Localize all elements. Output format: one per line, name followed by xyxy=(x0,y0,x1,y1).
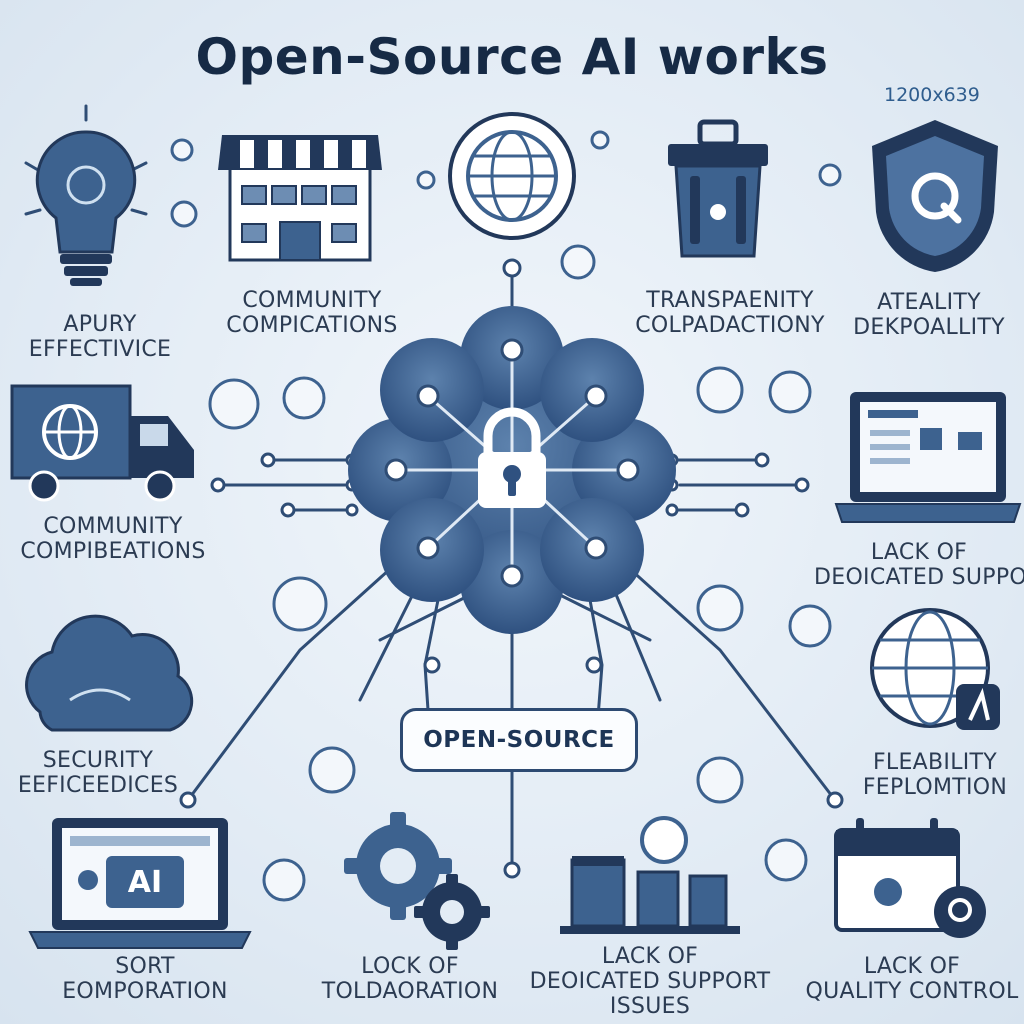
trash-icon xyxy=(668,119,768,258)
gear-icon xyxy=(344,812,490,950)
label-line: COMPICATIONS xyxy=(226,313,398,338)
label-line: LOCK OF xyxy=(361,954,459,979)
label-line: QUALITY CONTROL xyxy=(805,979,1019,1004)
label-mid-right: LACK OF DEOICATED SUPPO xyxy=(814,540,1024,590)
label-line: ISSUES xyxy=(609,994,691,1019)
label-line: LACK OF xyxy=(601,944,699,969)
connector-lines xyxy=(186,268,837,872)
label-line: FEPLOMTION xyxy=(862,775,1008,800)
label-line: SECURITY xyxy=(42,748,154,773)
label-line: APURY xyxy=(63,312,137,337)
connector-dots xyxy=(179,258,844,879)
server-blocks-icon xyxy=(560,816,740,934)
label-top-mid-right: TRANSPAENITY COLPADACTIONY xyxy=(624,288,836,338)
label-top-mid-left: COMMUNITY COMPICATIONS xyxy=(206,288,418,338)
label-mid-left: COMMUNITY COMPIBEATIONS xyxy=(0,514,226,564)
label-bottom-3: LACK OF DEOICATED SUPPORT ISSUES xyxy=(520,944,780,1019)
label-line: COMMUNITY xyxy=(242,288,382,313)
label-line: EFFECTIVICE xyxy=(28,337,172,362)
label-low-left: SECURITY EEFICEEDICES xyxy=(0,748,196,798)
laptop-icon xyxy=(834,392,1022,523)
decorative-circle-icons xyxy=(170,130,842,902)
label-line: DEKPOALLITY xyxy=(853,315,1005,340)
label-line: COMMUNITY xyxy=(43,514,183,539)
ai-badge-text: AI xyxy=(127,864,163,900)
ai-laptop-icon xyxy=(28,818,252,949)
label-line: LACK OF xyxy=(870,540,968,565)
label-line: LACK OF xyxy=(863,954,961,979)
label-line: COLPADACTIONY xyxy=(635,313,825,338)
label-bottom-4: LACK OF QUALITY CONTROL xyxy=(800,954,1024,1004)
label-bottom-1: SORT EOMPORATION xyxy=(40,954,250,1004)
label-low-right: FLEABILITY FEPLOMTION xyxy=(846,750,1024,800)
label-line: FLEABILITY xyxy=(872,750,998,775)
center-label: OPEN-SOURCE xyxy=(423,727,615,753)
lightbulb-icon xyxy=(24,104,148,286)
label-line: EEFICEEDICES xyxy=(17,773,179,798)
label-line: TOLDAORATION xyxy=(321,979,499,1004)
globe-badge-icon xyxy=(870,608,1000,730)
label-line: SORT xyxy=(115,954,175,979)
label-line: ATEALITY xyxy=(877,290,981,315)
shield-icon xyxy=(872,120,998,272)
open-source-label-box: OPEN-SOURCE xyxy=(400,708,638,772)
padlock-icon xyxy=(478,407,546,508)
size-tag: 1200x639 xyxy=(884,84,980,106)
label-line: DEOICATED SUPPO xyxy=(814,565,1024,590)
label-top-right: ATEALITY DEKPOALLITY xyxy=(834,290,1024,340)
label-top-left: APURY EFFECTIVICE xyxy=(0,312,200,362)
calendar-icon xyxy=(834,818,986,938)
label-line: DEOICATED SUPPORT xyxy=(529,969,771,994)
label-line: EOMPORATION xyxy=(62,979,228,1004)
label-bottom-2: LOCK OF TOLDAORATION xyxy=(300,954,520,1004)
page-title: Open-Source AI works xyxy=(195,28,829,86)
storefront-icon xyxy=(218,135,382,262)
label-line: TRANSPAENITY xyxy=(646,288,814,313)
cloud-icon xyxy=(25,614,194,732)
truck-icon xyxy=(10,384,194,502)
ai-screen-badge: AI xyxy=(106,856,184,908)
label-line: COMPIBEATIONS xyxy=(20,539,206,564)
globe-icon xyxy=(448,112,576,240)
